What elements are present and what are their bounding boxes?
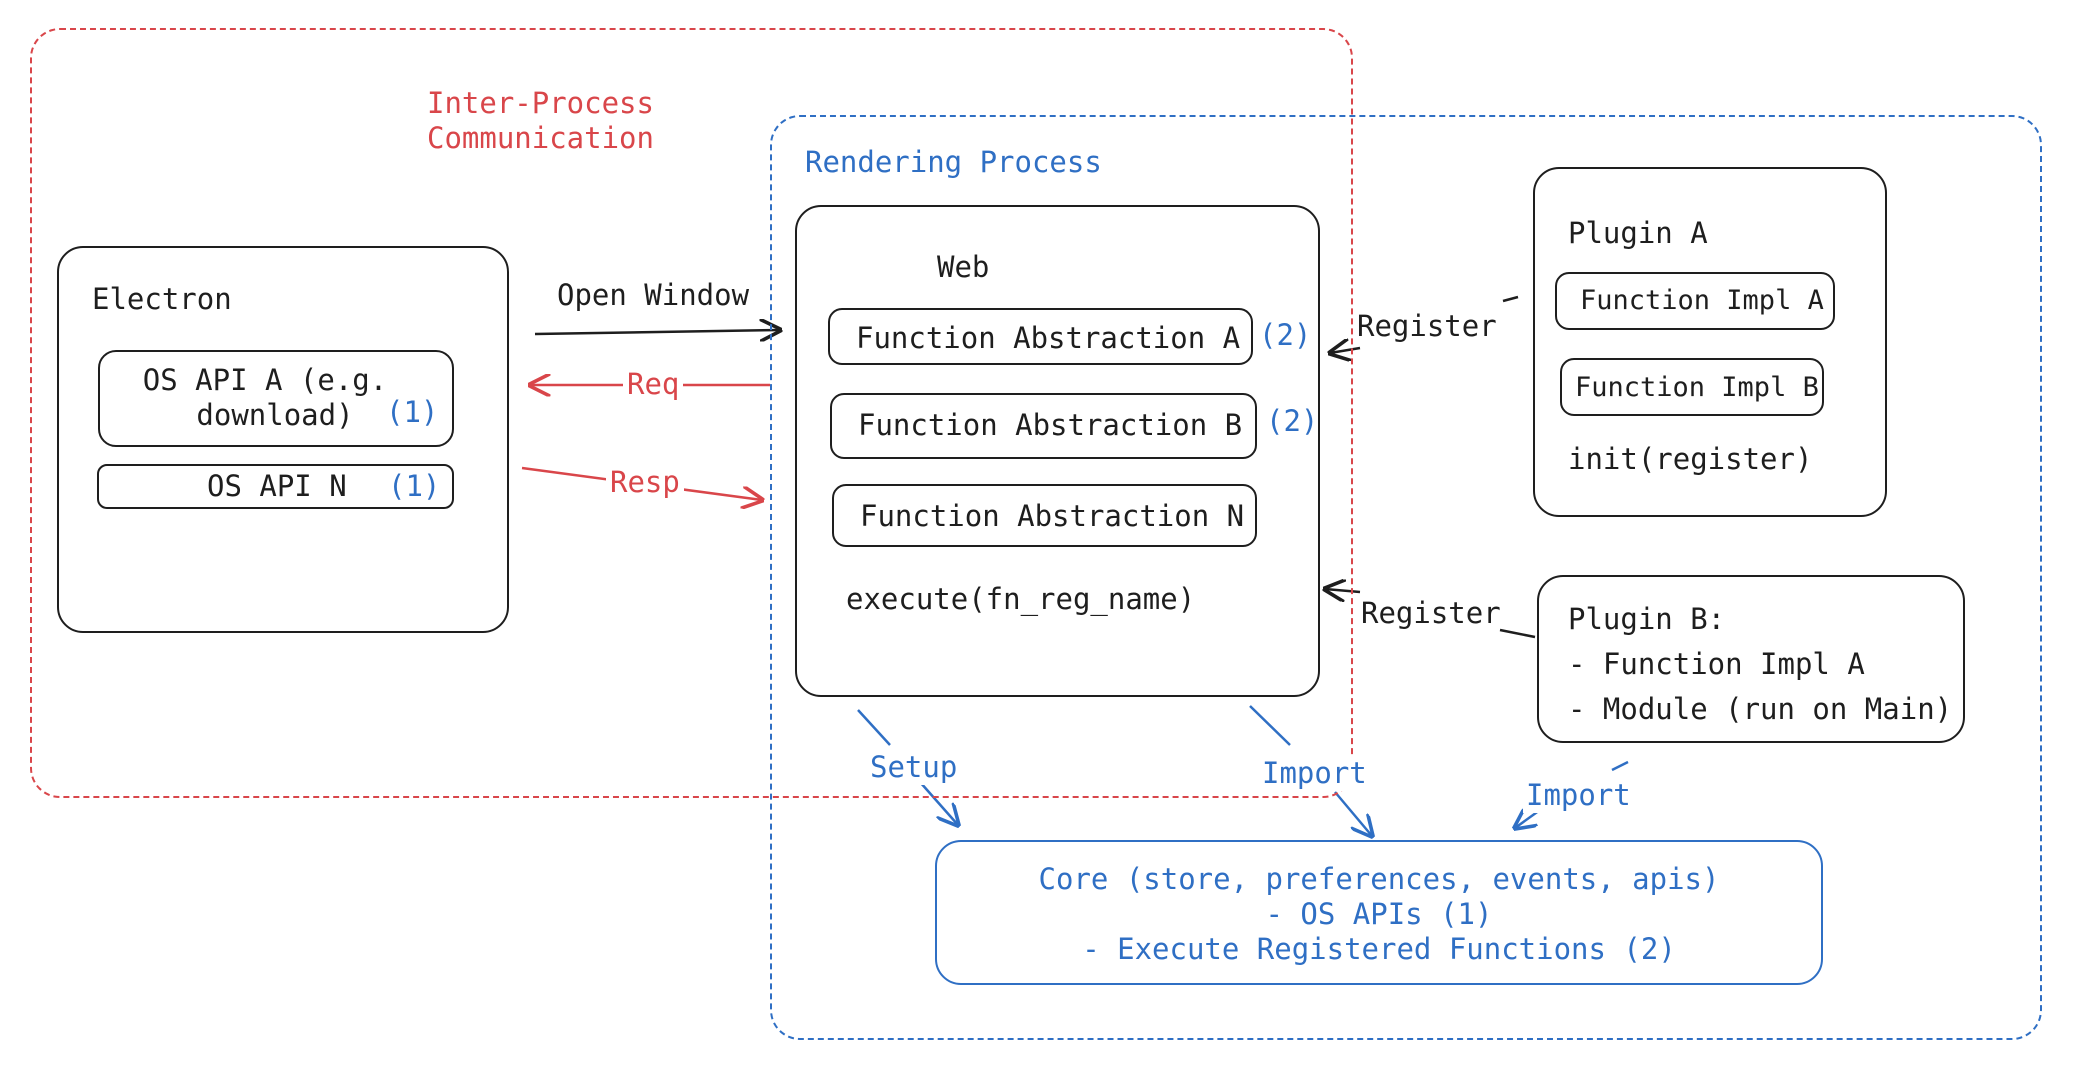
os-api-n-tag: (1)	[388, 469, 441, 503]
core-box	[935, 840, 1823, 985]
function-abstraction-a-label: Function Abstraction A	[856, 321, 1241, 355]
resp-label: Resp	[606, 465, 684, 500]
os-api-a-tag: (1)	[386, 395, 439, 429]
register-b-arrow	[1325, 589, 1536, 639]
open-window-arrow	[534, 330, 780, 334]
os-api-n-box	[97, 464, 454, 509]
plugin-a-title: Plugin A	[1568, 216, 1708, 250]
init-register-label: init(register)	[1568, 442, 1813, 476]
function-abstraction-n-label: Function Abstraction N	[860, 499, 1245, 533]
plugin-a-box	[1533, 167, 1887, 517]
register-a-arrow	[1330, 295, 1519, 353]
core-line-1: Core (store, preferences, events, apis)	[1038, 862, 1720, 896]
ipc-label: Inter-Process Communication	[427, 86, 654, 155]
ipc-region	[30, 28, 1353, 798]
plugin-b-item-1: - Function Impl A	[1568, 647, 1865, 681]
function-abstraction-a-tag: (2)	[1259, 318, 1312, 352]
function-abstraction-b-box	[830, 393, 1257, 459]
function-impl-b-label: Function Impl B	[1575, 372, 1819, 403]
plugin-b-item-2: - Module (run on Main)	[1568, 692, 1953, 726]
function-impl-b-box	[1560, 358, 1824, 416]
rendering-process-label: Rendering Process	[805, 145, 1102, 179]
function-abstraction-a-box	[828, 308, 1253, 365]
function-impl-a-box	[1555, 272, 1835, 330]
import-plugin-arrow	[1515, 760, 1629, 828]
function-impl-a-label: Function Impl A	[1580, 285, 1824, 316]
os-api-a-box	[98, 350, 454, 447]
open-window-label: Open Window	[557, 278, 750, 312]
setup-arrow	[857, 709, 958, 825]
register-b-label: Register	[1361, 596, 1501, 630]
plugin-b-box	[1537, 575, 1965, 743]
os-api-a-label: OS API A (e.g. download)	[142, 363, 388, 432]
function-abstraction-b-label: Function Abstraction B	[858, 408, 1243, 442]
plugin-b-title: Plugin B:	[1568, 602, 1726, 636]
web-box	[795, 205, 1320, 697]
core-text: Core (store, preferences, events, apis) …	[935, 862, 1823, 967]
core-line-2: - OS APIs (1)	[1265, 897, 1493, 931]
setup-label: Setup	[867, 750, 961, 785]
electron-box	[57, 246, 509, 633]
web-title: Web	[937, 250, 990, 284]
req-label: Req	[623, 367, 684, 402]
core-line-3: - Execute Registered Functions (2)	[1082, 932, 1676, 966]
import-web-arrow	[1249, 705, 1372, 836]
function-abstraction-n-box	[832, 484, 1257, 547]
electron-title: Electron	[92, 282, 232, 316]
function-abstraction-b-tag: (2)	[1266, 404, 1319, 438]
register-a-label: Register	[1357, 309, 1497, 343]
import-web-label: Import	[1259, 756, 1370, 791]
execute-label: execute(fn_reg_name)	[846, 582, 1196, 616]
rendering-process-region	[770, 115, 2042, 1040]
os-api-n-label: OS API N	[207, 469, 347, 503]
import-plugin-label: Import	[1523, 778, 1634, 813]
